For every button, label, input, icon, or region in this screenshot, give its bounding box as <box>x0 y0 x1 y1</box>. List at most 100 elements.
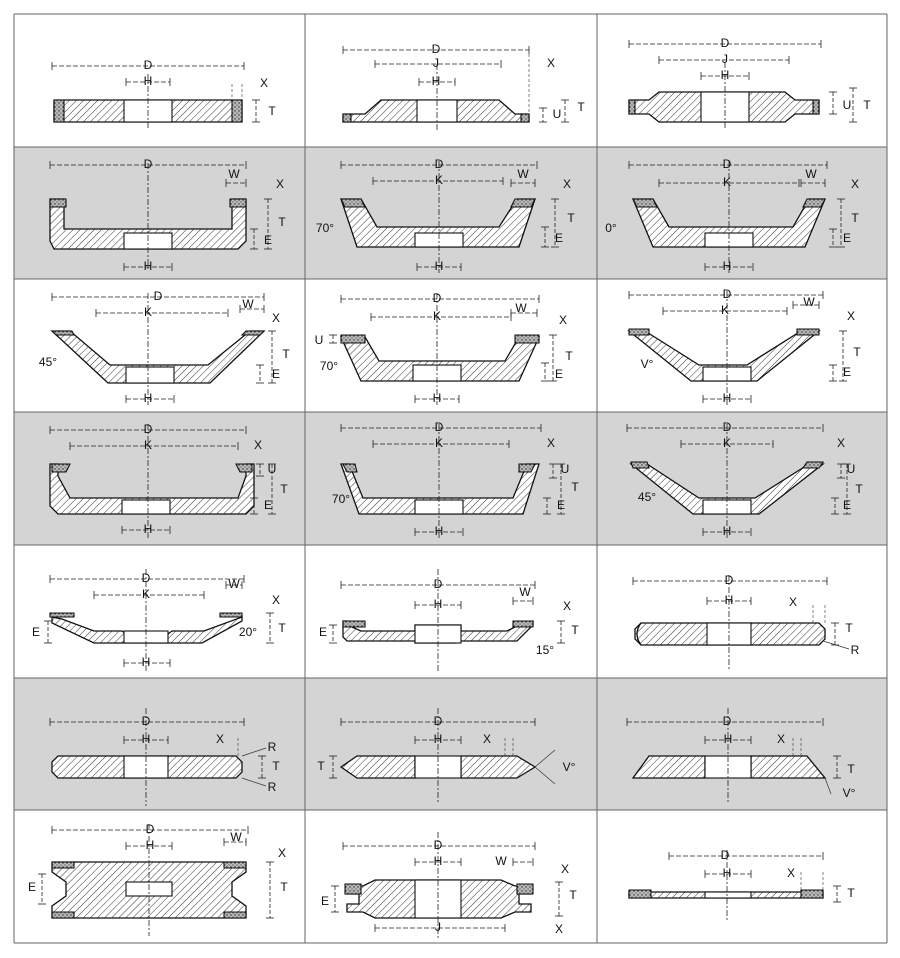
dimension-label: D <box>146 822 155 836</box>
dimension-label: H <box>144 391 153 405</box>
dimension-label: T <box>565 349 573 363</box>
dimension-label: X <box>847 309 855 323</box>
dimension-label: R <box>851 643 860 657</box>
dimension-label: T <box>847 886 855 900</box>
abrasive-rim <box>518 463 536 473</box>
dimension-label: U <box>847 462 856 476</box>
abrasive-rim <box>229 198 247 208</box>
dimension-label: D <box>723 157 732 171</box>
abrasive-rim <box>628 99 636 115</box>
bore <box>125 366 175 384</box>
abrasive-rim <box>49 612 75 618</box>
dimension-label: H <box>434 597 443 611</box>
dimension-label: R <box>268 740 277 754</box>
abrasive-rim <box>51 911 75 919</box>
dimension-label: E <box>321 894 329 908</box>
dimension-label: K <box>723 436 731 450</box>
abrasive-rim <box>50 330 75 336</box>
dimension-label: E <box>555 367 563 381</box>
dimension-label: T <box>268 104 276 118</box>
dimension-label: J <box>433 56 439 70</box>
dimension-label: X <box>272 311 280 325</box>
dimension-label: D <box>435 420 444 434</box>
dimension-label: 45° <box>39 355 57 369</box>
dimension-label: W <box>228 167 240 181</box>
dimension-label: X <box>272 593 280 607</box>
abrasive-rim <box>628 328 650 336</box>
wheel-body <box>339 755 416 779</box>
abrasive-rim <box>223 911 247 919</box>
dimension-label: H <box>725 593 734 607</box>
dimension-label: T <box>278 621 286 635</box>
row-band <box>14 147 887 279</box>
dimension-label: X <box>216 732 224 746</box>
bore <box>121 499 171 515</box>
abrasive-rim <box>630 461 650 469</box>
dimension-label: D <box>723 420 732 434</box>
abrasive-rim <box>342 113 352 123</box>
abrasive-rim <box>628 889 652 899</box>
dimension-label: H <box>721 68 730 82</box>
dimension-label: T <box>571 623 579 637</box>
dimension-label: W <box>803 295 815 309</box>
abrasive-rim <box>219 612 243 618</box>
dimension-label: D <box>721 848 730 862</box>
dimension-label: D <box>435 157 444 171</box>
dimension-label: H <box>144 259 153 273</box>
dimension-label: T <box>569 888 577 902</box>
dimension-label: W <box>805 167 817 181</box>
dimension-label: D <box>434 577 443 591</box>
dimension-label: K <box>433 309 441 323</box>
leader-line <box>822 640 850 650</box>
dimension-label: H <box>723 391 732 405</box>
dimension-label: D <box>725 573 734 587</box>
dimension-label: D <box>721 36 730 50</box>
dimension-label: T <box>280 482 288 496</box>
angle-line <box>824 777 832 795</box>
dimension-label: K <box>435 436 443 450</box>
dimension-label: H <box>723 866 732 880</box>
dimension-label: E <box>319 625 327 639</box>
angle-line <box>534 749 556 768</box>
dimension-label: H <box>142 655 151 669</box>
dimension-label: V° <box>563 760 576 774</box>
row-band <box>14 14 887 147</box>
abrasive-rim <box>231 99 243 123</box>
dimension-label: U <box>843 98 852 112</box>
leader-line <box>241 777 267 787</box>
abrasive-rim <box>342 620 366 628</box>
dimension-label: W <box>228 577 240 591</box>
dimension-label: X <box>777 732 785 746</box>
dimension-label: T <box>317 759 325 773</box>
dimension-label: E <box>555 231 563 245</box>
dimension-label: X <box>851 177 859 191</box>
dimension-label: 70° <box>316 221 334 235</box>
dimension-label: U <box>553 107 562 121</box>
dimension-label: 15° <box>536 643 554 657</box>
abrasive-rim <box>223 861 247 869</box>
dimension-label: W <box>242 297 254 311</box>
dimension-label: E <box>843 231 851 245</box>
dimension-label: T <box>851 211 859 225</box>
dimension-label: J <box>722 52 728 66</box>
dimension-label: D <box>142 714 151 728</box>
dimension-label: T <box>571 480 579 494</box>
abrasive-rim <box>802 198 826 208</box>
dimension-label: J <box>435 920 441 934</box>
angle-line <box>534 766 556 785</box>
dimension-label: U <box>315 333 324 347</box>
wheel-edge <box>636 622 642 646</box>
